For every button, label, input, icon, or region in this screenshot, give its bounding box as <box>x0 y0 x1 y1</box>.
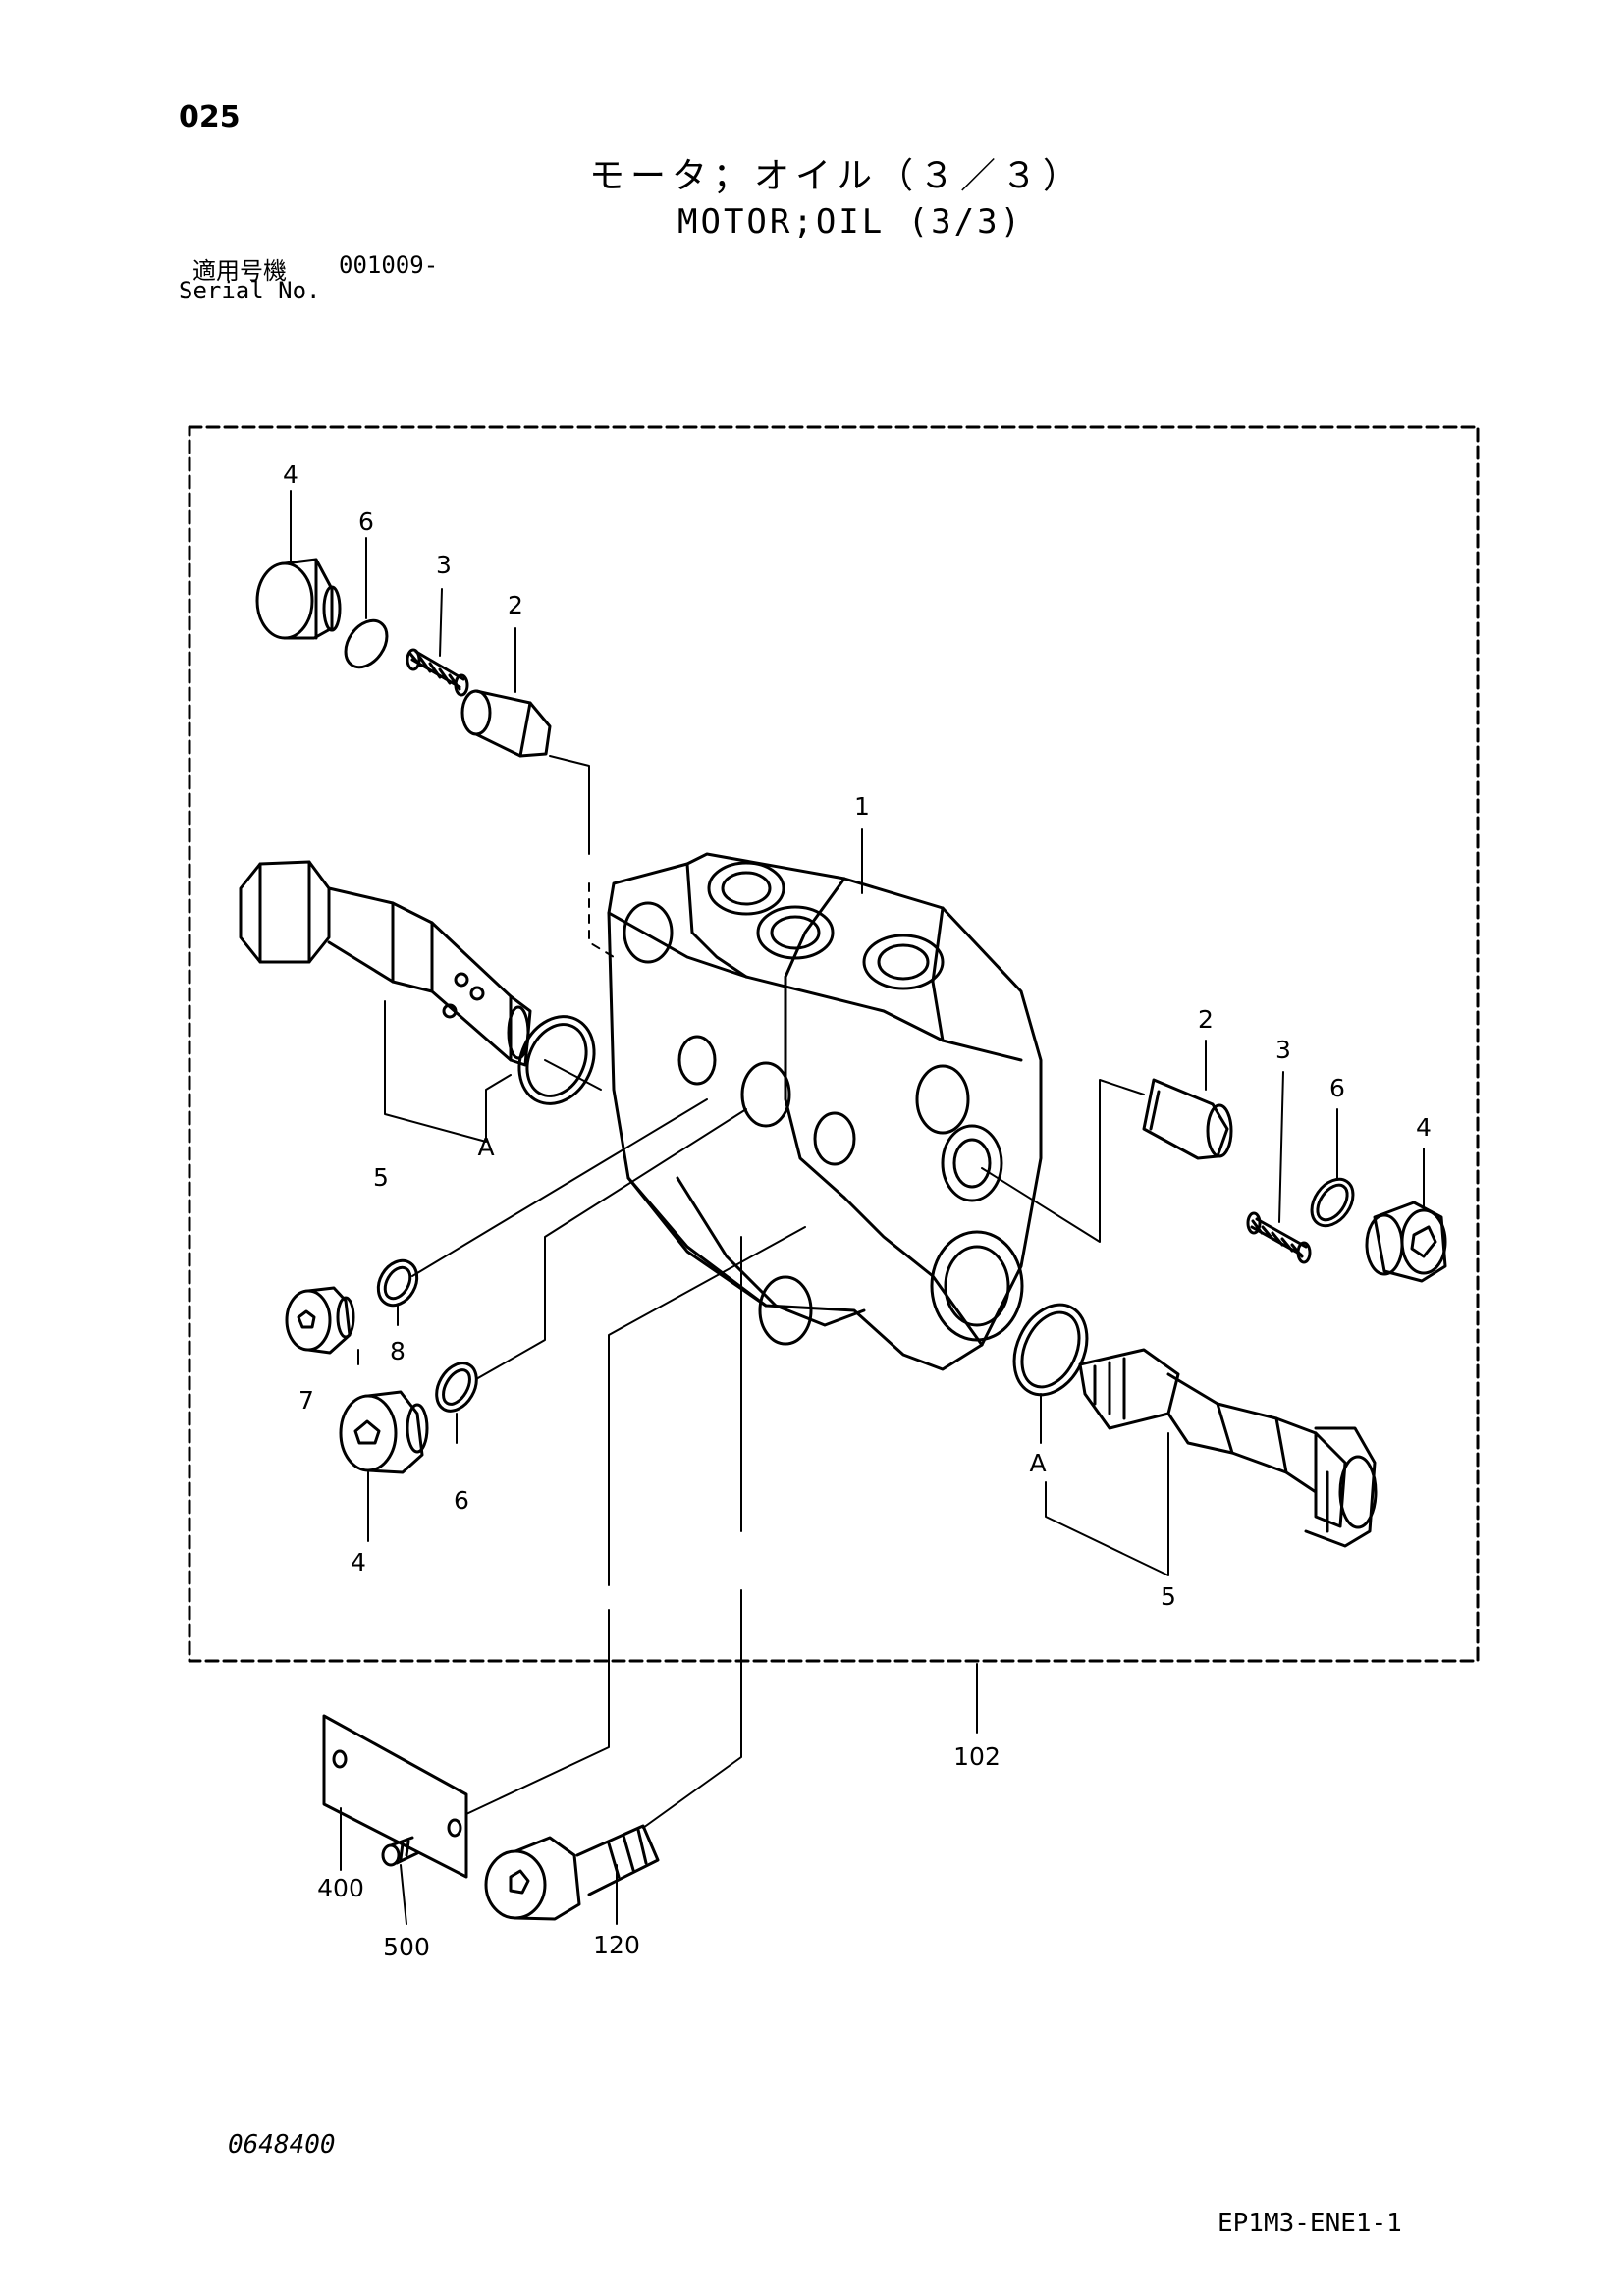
page-title-japanese: モータ；オイル（３／３） <box>589 156 1085 196</box>
poppet-part-2-right <box>1142 1078 1233 1160</box>
callout-5-right: 5 <box>1161 1582 1176 1611</box>
callout-7: 7 <box>298 1386 314 1415</box>
relief-valve-part-5-right <box>1078 1348 1378 1548</box>
callout-4-top: 4 <box>283 460 298 489</box>
plug-part-7 <box>285 1286 355 1355</box>
plug-part-4-top <box>255 558 342 640</box>
callout-6-top: 6 <box>358 507 374 536</box>
callout-120: 120 <box>593 1931 640 1959</box>
callout-3-right: 3 <box>1275 1036 1291 1064</box>
poppet-part-2-top <box>460 689 552 758</box>
assembly-boundary <box>188 425 1480 1663</box>
page-title-english: MOTOR;OIL (3/3) <box>677 202 1024 241</box>
callout-400: 400 <box>317 1874 364 1902</box>
callout-a-right: A <box>1029 1449 1046 1477</box>
serial-label-english: Serial No. <box>179 277 321 304</box>
drawing-number: 0648400 <box>228 2130 336 2160</box>
callout-3-top: 3 <box>436 551 452 579</box>
callout-5-left: 5 <box>373 1163 389 1192</box>
callout-500: 500 <box>383 1933 430 1961</box>
serial-number-value: 001009- <box>339 251 439 279</box>
callout-102: 102 <box>953 1742 1001 1771</box>
callout-6-bottom: 6 <box>454 1486 469 1515</box>
page-number: 025 <box>179 100 241 134</box>
callout-4-bottom: 4 <box>351 1548 366 1576</box>
o-ring-part-6-right <box>1310 1177 1355 1228</box>
plug-part-4-bottom <box>339 1390 429 1474</box>
o-ring-part-8 <box>376 1258 419 1308</box>
spring-part-3-top <box>406 648 469 697</box>
plate-part-400 <box>322 1714 468 1879</box>
callout-2-top: 2 <box>508 591 523 619</box>
spring-part-3-right <box>1246 1211 1312 1264</box>
callout-labels: 4 6 3 2 1 2 3 6 4 A 5 8 7 6 4 A 5 102 40… <box>283 460 1432 1961</box>
callout-4-right: 4 <box>1416 1113 1432 1142</box>
callout-a-left: A <box>477 1133 494 1161</box>
o-ring-part-6-bottom <box>435 1362 478 1413</box>
o-ring-part-6-top <box>344 618 389 669</box>
screw-part-500 <box>381 1836 419 1867</box>
valve-body-part <box>607 852 1043 1371</box>
callout-2-right: 2 <box>1198 1005 1214 1034</box>
callout-8: 8 <box>390 1337 406 1365</box>
callout-1: 1 <box>854 792 870 821</box>
serial-label-japanese: 適用号機 <box>192 257 287 285</box>
leader-lines <box>290 490 1425 1925</box>
o-ring-part-a-left <box>517 1015 596 1105</box>
callout-6-right: 6 <box>1329 1074 1345 1102</box>
document-code: EP1M3-ENE1-1 <box>1218 2209 1402 2238</box>
bolt-part-120 <box>484 1824 660 1921</box>
plug-part-4-right <box>1365 1201 1447 1283</box>
relief-valve-part-5-left <box>239 860 532 1067</box>
